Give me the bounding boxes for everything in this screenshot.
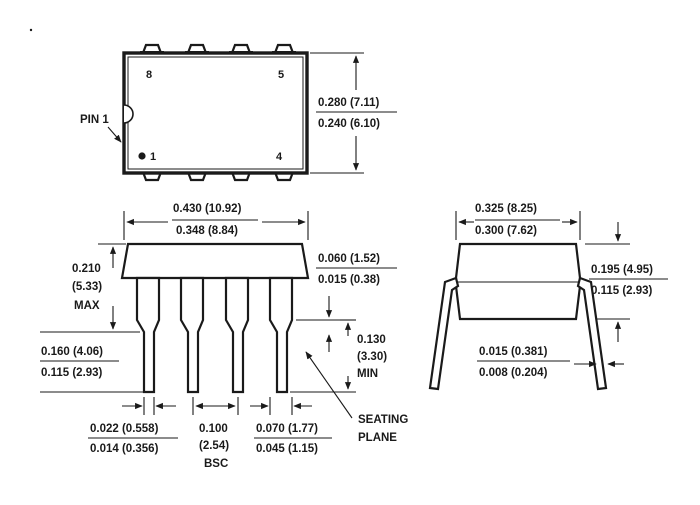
lead-span-max: 0.195 (4.95) <box>591 264 653 276</box>
standoff-min: 0.015 (0.38) <box>318 274 380 286</box>
pitch-val2: (2.54) <box>199 440 229 452</box>
lead-length-max: 0.160 (4.06) <box>41 346 103 358</box>
row-spacing-min: 0.300 (7.62) <box>475 225 537 237</box>
body-height-val1: 0.210 <box>72 263 101 275</box>
pin1-leader <box>107 126 122 143</box>
shoulder-width-max: 0.070 (1.77) <box>256 423 318 435</box>
top-view-body <box>122 51 309 175</box>
standoff-max: 0.060 (1.52) <box>318 253 380 265</box>
seating-plane-label2: PLANE <box>358 432 397 444</box>
pitch-val1: 0.100 <box>199 423 228 435</box>
lead-width-max: 0.022 (0.558) <box>90 423 159 435</box>
side-view-body <box>120 242 310 280</box>
lead-length-min: 0.115 (2.93) <box>41 367 103 379</box>
pin1-notch <box>123 104 134 124</box>
pin-number-1: 1 <box>150 151 156 163</box>
row-spacing-max: 0.325 (8.25) <box>475 203 537 215</box>
pin-number-5: 5 <box>278 69 284 81</box>
pin1-label: PIN 1 <box>80 114 109 126</box>
top-width-min: 0.240 (6.10) <box>318 118 380 130</box>
body-length-min: 0.348 (8.84) <box>176 225 238 237</box>
lead-thickness-max: 0.015 (0.381) <box>479 346 548 358</box>
top-width-max: 0.280 (7.11) <box>318 97 380 109</box>
pin-number-4: 4 <box>276 151 283 163</box>
end-view-left-lead <box>428 276 460 391</box>
lead-thickness-min: 0.008 (0.204) <box>479 367 548 379</box>
pin-number-8: 8 <box>146 69 152 81</box>
pitch-bsc: BSC <box>204 458 228 470</box>
side-view-leads <box>135 276 294 394</box>
body-length-max: 0.430 (10.92) <box>173 203 242 215</box>
pin1-dot <box>138 152 146 160</box>
end-view-right-lead <box>576 276 608 391</box>
top-view: 8 5 1 4 PIN 1 0.280 (7.11) 0.240 (6.10) <box>80 43 397 182</box>
seating-plane-label1: SEATING <box>358 414 408 426</box>
end-view: 0.325 (8.25) 0.300 (7.62) 0.195 (4.95) 0… <box>428 203 668 391</box>
seating-height-val1: 0.130 <box>357 334 386 346</box>
body-height-max: MAX <box>74 300 100 312</box>
side-view: 0.430 (10.92) 0.348 (8.84) 0.210 (5.33) … <box>40 203 408 470</box>
lead-span-min: 0.115 (2.93) <box>591 285 653 297</box>
body-height-val2: (5.33) <box>72 281 102 293</box>
seating-height-min: MIN <box>357 368 378 380</box>
lead-width-min: 0.014 (0.356) <box>90 443 159 455</box>
seating-height-val2: (3.30) <box>357 351 387 363</box>
stray-mark <box>29 28 33 32</box>
shoulder-width-min: 0.045 (1.15) <box>256 443 318 455</box>
